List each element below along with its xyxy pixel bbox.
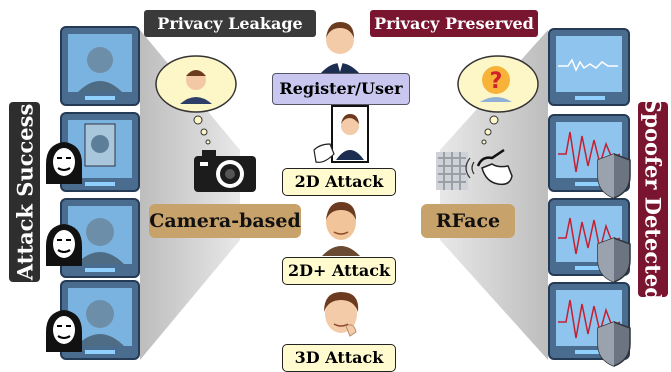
left-beam [140,30,240,360]
anonymous-mask-icon [46,224,82,266]
camera-icon [194,150,256,192]
user-face-icon [320,22,360,74]
attack-success-label: Attack Success [9,102,40,282]
user-face-icon [322,202,360,256]
question-mark-icon: ? [490,69,503,94]
attack-3d-label: 3D Attack [282,344,396,372]
shield-icon [597,153,631,199]
thought-cloud-icon: ? [457,55,539,145]
attack-2dplus-label: 2D+ Attack [282,257,396,285]
privacy-preserved-header: Privacy Preserved [370,10,538,37]
printed-photo-icon [313,105,369,163]
rf-wave-icon [436,148,513,190]
user-face-icon [324,292,359,337]
privacy-leakage-header: Privacy Leakage [144,10,316,37]
register-user-label: Register/User [272,73,410,105]
monitor-face-1 [60,26,140,106]
shield-icon [597,237,631,283]
anonymous-mask-icon [46,310,82,352]
right-beam [440,30,548,360]
camera-based-method: Camera-based [149,204,301,238]
anonymous-mask-icon [46,142,82,184]
thought-cloud-icon [155,55,237,145]
spoofer-detected-label: Spoofer Detected [638,98,668,301]
shield-icon [597,321,631,367]
monitor-signal-1 [548,28,630,106]
attack-2d-label: 2D Attack [282,168,396,196]
rface-method: RFace [421,204,515,238]
